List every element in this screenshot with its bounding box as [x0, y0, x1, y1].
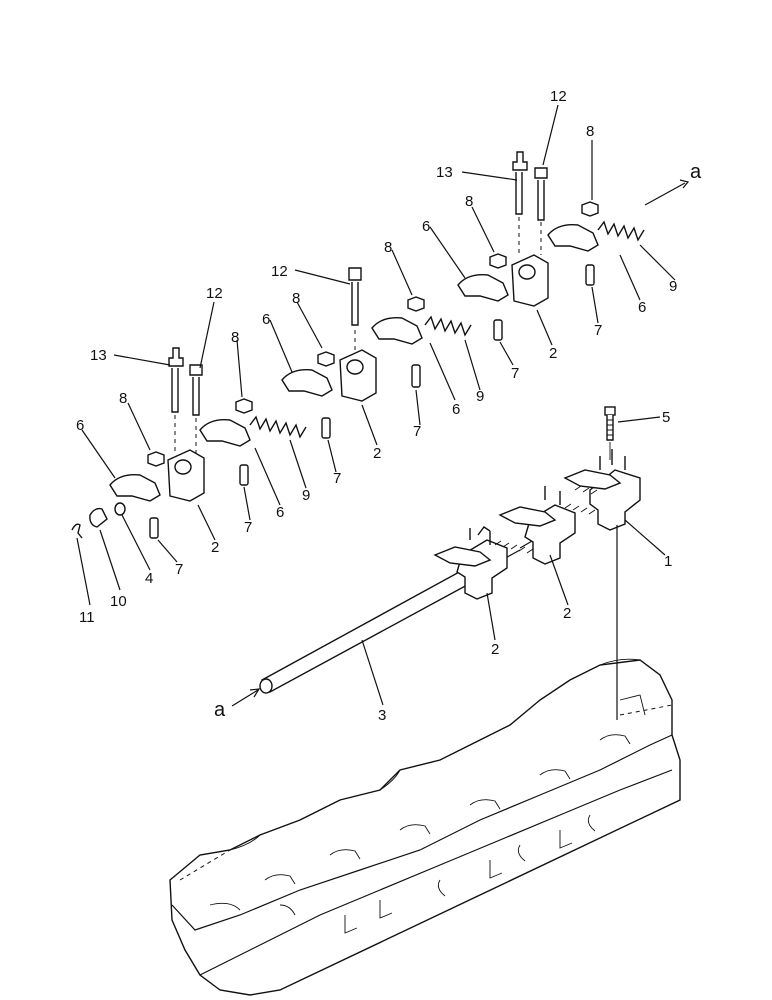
callout-2: 2 — [373, 445, 381, 462]
callout-labels: a a 12 13 8 8 8 8 8 8 12 12 13 6 6 6 6 6… — [76, 88, 702, 724]
bolt-5 — [604, 406, 616, 460]
callout-2: 2 — [491, 641, 499, 658]
callout-a-upper: a — [690, 161, 702, 183]
springs-9 — [249, 220, 645, 439]
callout-12: 12 — [206, 285, 223, 302]
callout-7: 7 — [244, 519, 252, 536]
callout-5: 5 — [662, 409, 670, 426]
adjusting-screws-7 — [149, 264, 595, 539]
callout-9: 9 — [302, 487, 310, 504]
rocker-arms-6 — [109, 224, 599, 502]
callout-8: 8 — [119, 390, 127, 407]
nuts-8 — [147, 201, 599, 467]
callout-8: 8 — [586, 123, 594, 140]
callout-8: 8 — [384, 239, 392, 256]
callout-13: 13 — [436, 164, 453, 181]
rocker-shaft — [259, 524, 561, 694]
assembled-rocker-group — [433, 449, 641, 720]
callout-2: 2 — [549, 345, 557, 362]
callout-8: 8 — [292, 290, 300, 307]
callout-8: 8 — [231, 329, 239, 346]
bracket-right — [511, 254, 549, 307]
callout-6: 6 — [76, 417, 84, 434]
callout-7: 7 — [413, 423, 421, 440]
cylinder-head — [169, 658, 681, 996]
callout-2: 2 — [211, 539, 219, 556]
callout-7: 7 — [594, 322, 602, 339]
callout-12: 12 — [550, 88, 567, 105]
bracket-middle — [339, 330, 377, 402]
callout-11: 11 — [79, 609, 95, 626]
callout-4: 4 — [145, 570, 153, 587]
callout-10: 10 — [110, 593, 127, 610]
callout-2: 2 — [563, 605, 571, 622]
callout-6: 6 — [276, 504, 284, 521]
callout-9: 9 — [476, 388, 484, 405]
callout-12: 12 — [271, 263, 288, 280]
bolts-12-13 — [168, 151, 548, 455]
leader-lines — [76, 104, 690, 707]
callout-6: 6 — [422, 218, 430, 235]
end-parts — [71, 502, 126, 539]
callout-3: 3 — [378, 707, 386, 724]
callout-6: 6 — [638, 299, 646, 316]
callout-9: 9 — [669, 278, 677, 295]
callout-1: 1 — [664, 553, 672, 570]
callout-7: 7 — [175, 561, 183, 578]
callout-6: 6 — [452, 401, 460, 418]
callout-13: 13 — [90, 347, 107, 364]
callout-6: 6 — [262, 311, 270, 328]
callout-8: 8 — [465, 193, 473, 210]
callout-7: 7 — [511, 365, 519, 382]
callout-a-lower: a — [214, 699, 226, 721]
bracket-left — [167, 449, 205, 502]
callout-7: 7 — [333, 470, 341, 487]
